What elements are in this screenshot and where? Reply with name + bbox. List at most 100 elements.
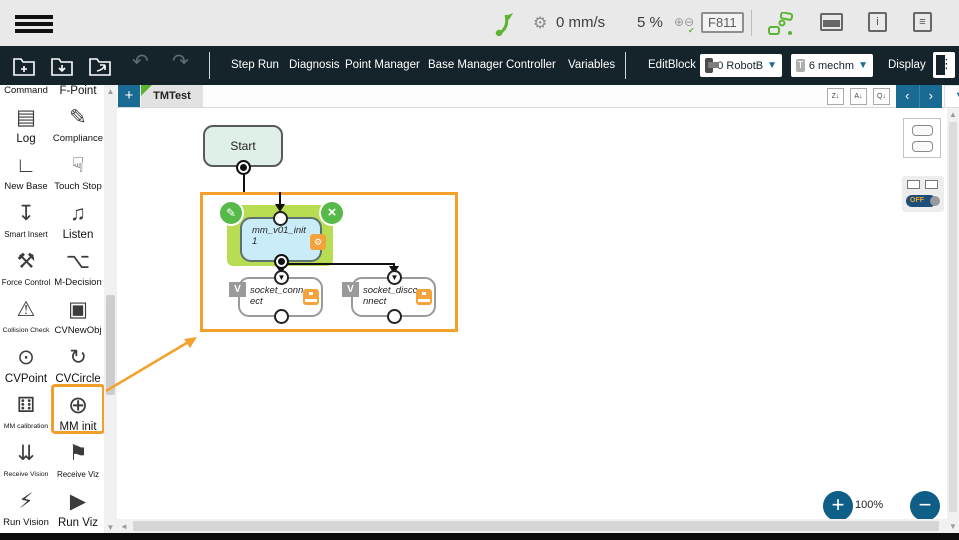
scroll-down-icon[interactable]: ▼ <box>106 523 115 532</box>
palette-item-receive-vision[interactable]: ⇊ Receive Vision <box>3 442 49 478</box>
palette-item-listen[interactable]: ♫ Listen <box>62 202 94 241</box>
log-icon: ▤ <box>16 106 36 129</box>
menu-controller[interactable]: Controller <box>506 59 556 71</box>
palette-item-m-decision[interactable]: ⌥ M-Decision <box>54 250 102 288</box>
socket-disconnect-input-port[interactable]: ▼ <box>387 270 402 285</box>
menu-diagnosis[interactable]: Diagnosis <box>289 59 340 71</box>
sort-az-icon[interactable]: A↓ <box>850 88 867 105</box>
socket-connect-input-port[interactable]: ▼ <box>274 270 289 285</box>
node-arrange-tool[interactable] <box>903 118 941 158</box>
mm-node-output-port[interactable] <box>274 254 289 269</box>
socket-disconnect-subflow-icon <box>416 289 432 305</box>
robot-speed-icon: ⚙ <box>533 15 548 32</box>
palette-item-collision-check[interactable]: ⚠ Collision Check <box>2 298 50 334</box>
side-panel-toggle-icon[interactable] <box>933 52 955 78</box>
toolbar-divider2 <box>625 52 626 79</box>
robot-base-dropdown[interactable]: 0 RobotB ▼ <box>700 54 782 77</box>
menu-step-run[interactable]: Step Run <box>231 59 279 71</box>
tab-status-corner <box>141 85 152 96</box>
palette-item-cvnewobj[interactable]: ▣ CVNewObj <box>54 298 102 336</box>
hamburger-menu-icon[interactable] <box>15 15 53 33</box>
canvas-hscroll-thumb[interactable] <box>133 521 939 531</box>
palette-item-run-viz[interactable]: ▶ Run Viz <box>57 490 99 529</box>
start-output-port[interactable] <box>236 160 251 175</box>
auto-connect-toggle[interactable]: OFF <box>906 195 940 207</box>
palette-item-receive-viz[interactable]: ⚑ Receive Viz <box>56 442 100 479</box>
speed-check-icon: ✔ <box>688 26 695 35</box>
tab-list-dropdown[interactable]: ▼ <box>944 85 959 108</box>
scroll-down-icon[interactable]: ▼ <box>949 522 957 531</box>
sidebar-scrollbar[interactable]: ▲ ▼ <box>104 85 117 534</box>
palette-item-touch-stop[interactable]: ☟ Touch Stop <box>54 154 102 192</box>
add-tab-button[interactable]: + <box>118 85 140 107</box>
scroll-left-icon[interactable]: ◄ <box>120 522 128 531</box>
next-tab-icon[interactable]: › <box>918 85 943 108</box>
palette-item-smart-insert[interactable]: ↧ Smart Insert <box>4 202 48 239</box>
toggle-knob <box>930 196 940 206</box>
palette-item-f-point[interactable]: F-Point <box>59 85 97 97</box>
canvas-vscroll-thumb[interactable] <box>949 122 957 512</box>
auto-connect-tool[interactable]: OFF <box>902 176 944 212</box>
socket-connect-output-port[interactable] <box>274 309 289 324</box>
canvas-vscrollbar[interactable]: ▲ ▼ <box>947 108 959 533</box>
force-control-icon: ⚒ <box>16 250 36 273</box>
palette-item-new-base[interactable]: ∟ New Base <box>4 154 48 192</box>
incoming-arrow-icon: ▼ <box>390 273 399 282</box>
virtual-keyboard-icon[interactable] <box>820 13 843 31</box>
zoom-out-button[interactable]: − <box>910 491 940 519</box>
tool-dropdown[interactable]: T 6 mechm ▼ <box>791 54 873 77</box>
robot-base-value: 0 RobotB <box>717 59 764 72</box>
palette-item-log[interactable]: ▤ Log <box>16 106 36 145</box>
menu-base-manager[interactable]: Base Manager <box>428 59 503 71</box>
zoom-in-button[interactable]: + <box>823 491 853 519</box>
palette-item-force-control[interactable]: ⚒ Force Control <box>1 250 51 287</box>
selection-group-box[interactable] <box>200 192 458 332</box>
frame-badge: F811 <box>701 12 744 33</box>
palette-item-cvpoint[interactable]: ⊙ CVPoint <box>4 346 48 385</box>
tool-value: 6 mechm <box>808 59 855 72</box>
close-icon: × <box>327 204 337 221</box>
zoom-reset-icon[interactable]: Q↓ <box>873 88 890 105</box>
palette-item-mm-calibration[interactable]: ⚅ MM calibration <box>3 394 49 430</box>
start-node-label: Start <box>230 139 256 153</box>
scroll-up-icon[interactable]: ▲ <box>949 110 957 119</box>
flow-tab-bar: + TMTest Z↓ A↓ Q↓ ‹ › ▼ <box>117 85 959 108</box>
menu-editblock[interactable]: EditBlock <box>648 59 696 71</box>
save-project-icon[interactable] <box>50 53 74 77</box>
delete-node-button[interactable]: × <box>321 202 343 224</box>
cvnewobj-icon: ▣ <box>68 298 88 321</box>
palette-item-cvcircle[interactable]: ↻ CVCircle <box>55 346 101 385</box>
open-project-icon[interactable] <box>88 53 112 77</box>
sort-za-icon[interactable]: Z↓ <box>827 88 844 105</box>
prev-tab-icon[interactable]: ‹ <box>905 88 910 103</box>
palette-item-mm-init[interactable]: ⊕ MM init <box>51 384 104 434</box>
tab-tmtest[interactable]: TMTest <box>141 85 203 107</box>
speed-adjust-icon[interactable]: ⊕⊖ <box>674 15 695 29</box>
toggle-off-label: OFF <box>910 197 924 204</box>
smart-insert-icon: ↧ <box>17 202 35 225</box>
sidebar-scroll-thumb[interactable] <box>106 295 115 395</box>
info-document-icon[interactable]: i <box>868 12 887 32</box>
project-sprout-icon <box>495 13 513 36</box>
socket-disconnect-output-port[interactable] <box>387 309 402 324</box>
edit-node-button[interactable]: ✎ <box>220 202 242 224</box>
undo-icon[interactable]: ↶ <box>132 51 149 73</box>
palette-item-run-vision[interactable]: ⚡ Run Vision <box>3 490 49 528</box>
redo-icon[interactable]: ↷ <box>172 51 189 73</box>
new-project-icon[interactable] <box>12 53 36 77</box>
palette-item-command[interactable]: Command <box>4 85 48 96</box>
receive-vision-icon: ⇊ <box>17 442 35 465</box>
mm-node-input-port[interactable] <box>273 211 288 226</box>
scroll-up-icon[interactable]: ▲ <box>106 87 115 96</box>
mm-init-globe-icon: ⊕ <box>67 392 89 419</box>
log-document-icon[interactable]: ≡ <box>913 12 932 32</box>
menu-point-manager[interactable]: Point Manager <box>345 59 420 71</box>
palette-item-compliance[interactable]: ✎ Compliance <box>52 106 104 144</box>
bottom-edge-bar <box>0 533 959 540</box>
robot-status-icon[interactable] <box>768 12 794 36</box>
menu-variables[interactable]: Variables <box>568 59 616 71</box>
canvas-hscrollbar[interactable]: ◄ <box>117 519 947 533</box>
menu-display[interactable]: Display <box>888 59 926 71</box>
flow-canvas[interactable]: Start mm_v01_init 1 ⚙ ✎ × socket_conn ec… <box>117 108 947 519</box>
collision-check-icon: ⚠ <box>16 298 36 321</box>
